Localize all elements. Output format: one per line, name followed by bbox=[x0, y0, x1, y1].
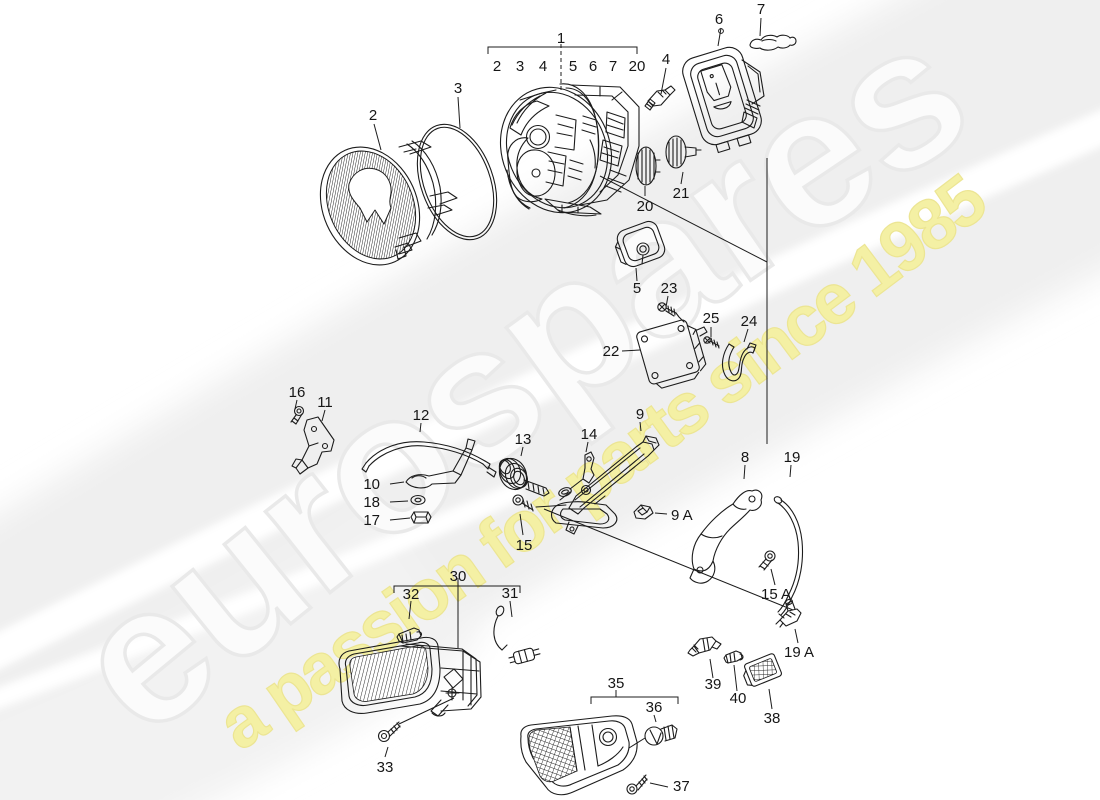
svg-text:4: 4 bbox=[662, 51, 670, 68]
svg-text:12: 12 bbox=[413, 407, 430, 424]
svg-text:2: 2 bbox=[369, 107, 377, 124]
svg-text:38: 38 bbox=[764, 710, 781, 727]
svg-text:24: 24 bbox=[741, 313, 758, 330]
svg-text:17: 17 bbox=[363, 512, 380, 529]
svg-text:7: 7 bbox=[757, 1, 765, 18]
svg-text:14: 14 bbox=[581, 426, 598, 443]
svg-text:1: 1 bbox=[557, 30, 565, 47]
svg-text:36: 36 bbox=[646, 699, 663, 716]
svg-text:6: 6 bbox=[589, 58, 597, 75]
svg-text:16: 16 bbox=[289, 384, 306, 401]
svg-text:6: 6 bbox=[715, 11, 723, 28]
svg-text:30: 30 bbox=[450, 568, 467, 585]
svg-text:20: 20 bbox=[637, 198, 654, 215]
svg-text:8: 8 bbox=[741, 449, 749, 466]
svg-text:15 A: 15 A bbox=[761, 586, 791, 603]
svg-text:5: 5 bbox=[633, 280, 641, 297]
svg-text:15: 15 bbox=[516, 537, 533, 554]
svg-text:3: 3 bbox=[454, 80, 462, 97]
svg-text:11: 11 bbox=[317, 394, 333, 411]
svg-text:22: 22 bbox=[603, 343, 620, 360]
svg-text:19 A: 19 A bbox=[784, 644, 814, 661]
svg-text:33: 33 bbox=[377, 759, 394, 776]
svg-text:7: 7 bbox=[609, 58, 617, 75]
svg-text:9: 9 bbox=[636, 406, 644, 423]
svg-text:40: 40 bbox=[730, 690, 747, 707]
svg-text:23: 23 bbox=[661, 280, 678, 297]
svg-text:2: 2 bbox=[493, 58, 501, 75]
svg-text:13: 13 bbox=[515, 431, 532, 448]
svg-text:21: 21 bbox=[673, 185, 690, 202]
svg-text:19: 19 bbox=[784, 449, 801, 466]
svg-text:37: 37 bbox=[673, 778, 690, 795]
svg-text:10: 10 bbox=[363, 476, 380, 493]
svg-text:32: 32 bbox=[403, 586, 420, 603]
svg-text:20: 20 bbox=[629, 58, 646, 75]
svg-text:5: 5 bbox=[569, 58, 577, 75]
svg-text:35: 35 bbox=[608, 675, 625, 692]
svg-text:9 A: 9 A bbox=[671, 507, 693, 524]
svg-text:18: 18 bbox=[363, 494, 380, 511]
svg-text:4: 4 bbox=[539, 58, 547, 75]
svg-text:3: 3 bbox=[516, 58, 524, 75]
svg-text:31: 31 bbox=[502, 585, 519, 602]
svg-text:25: 25 bbox=[703, 310, 720, 327]
svg-text:39: 39 bbox=[705, 676, 722, 693]
